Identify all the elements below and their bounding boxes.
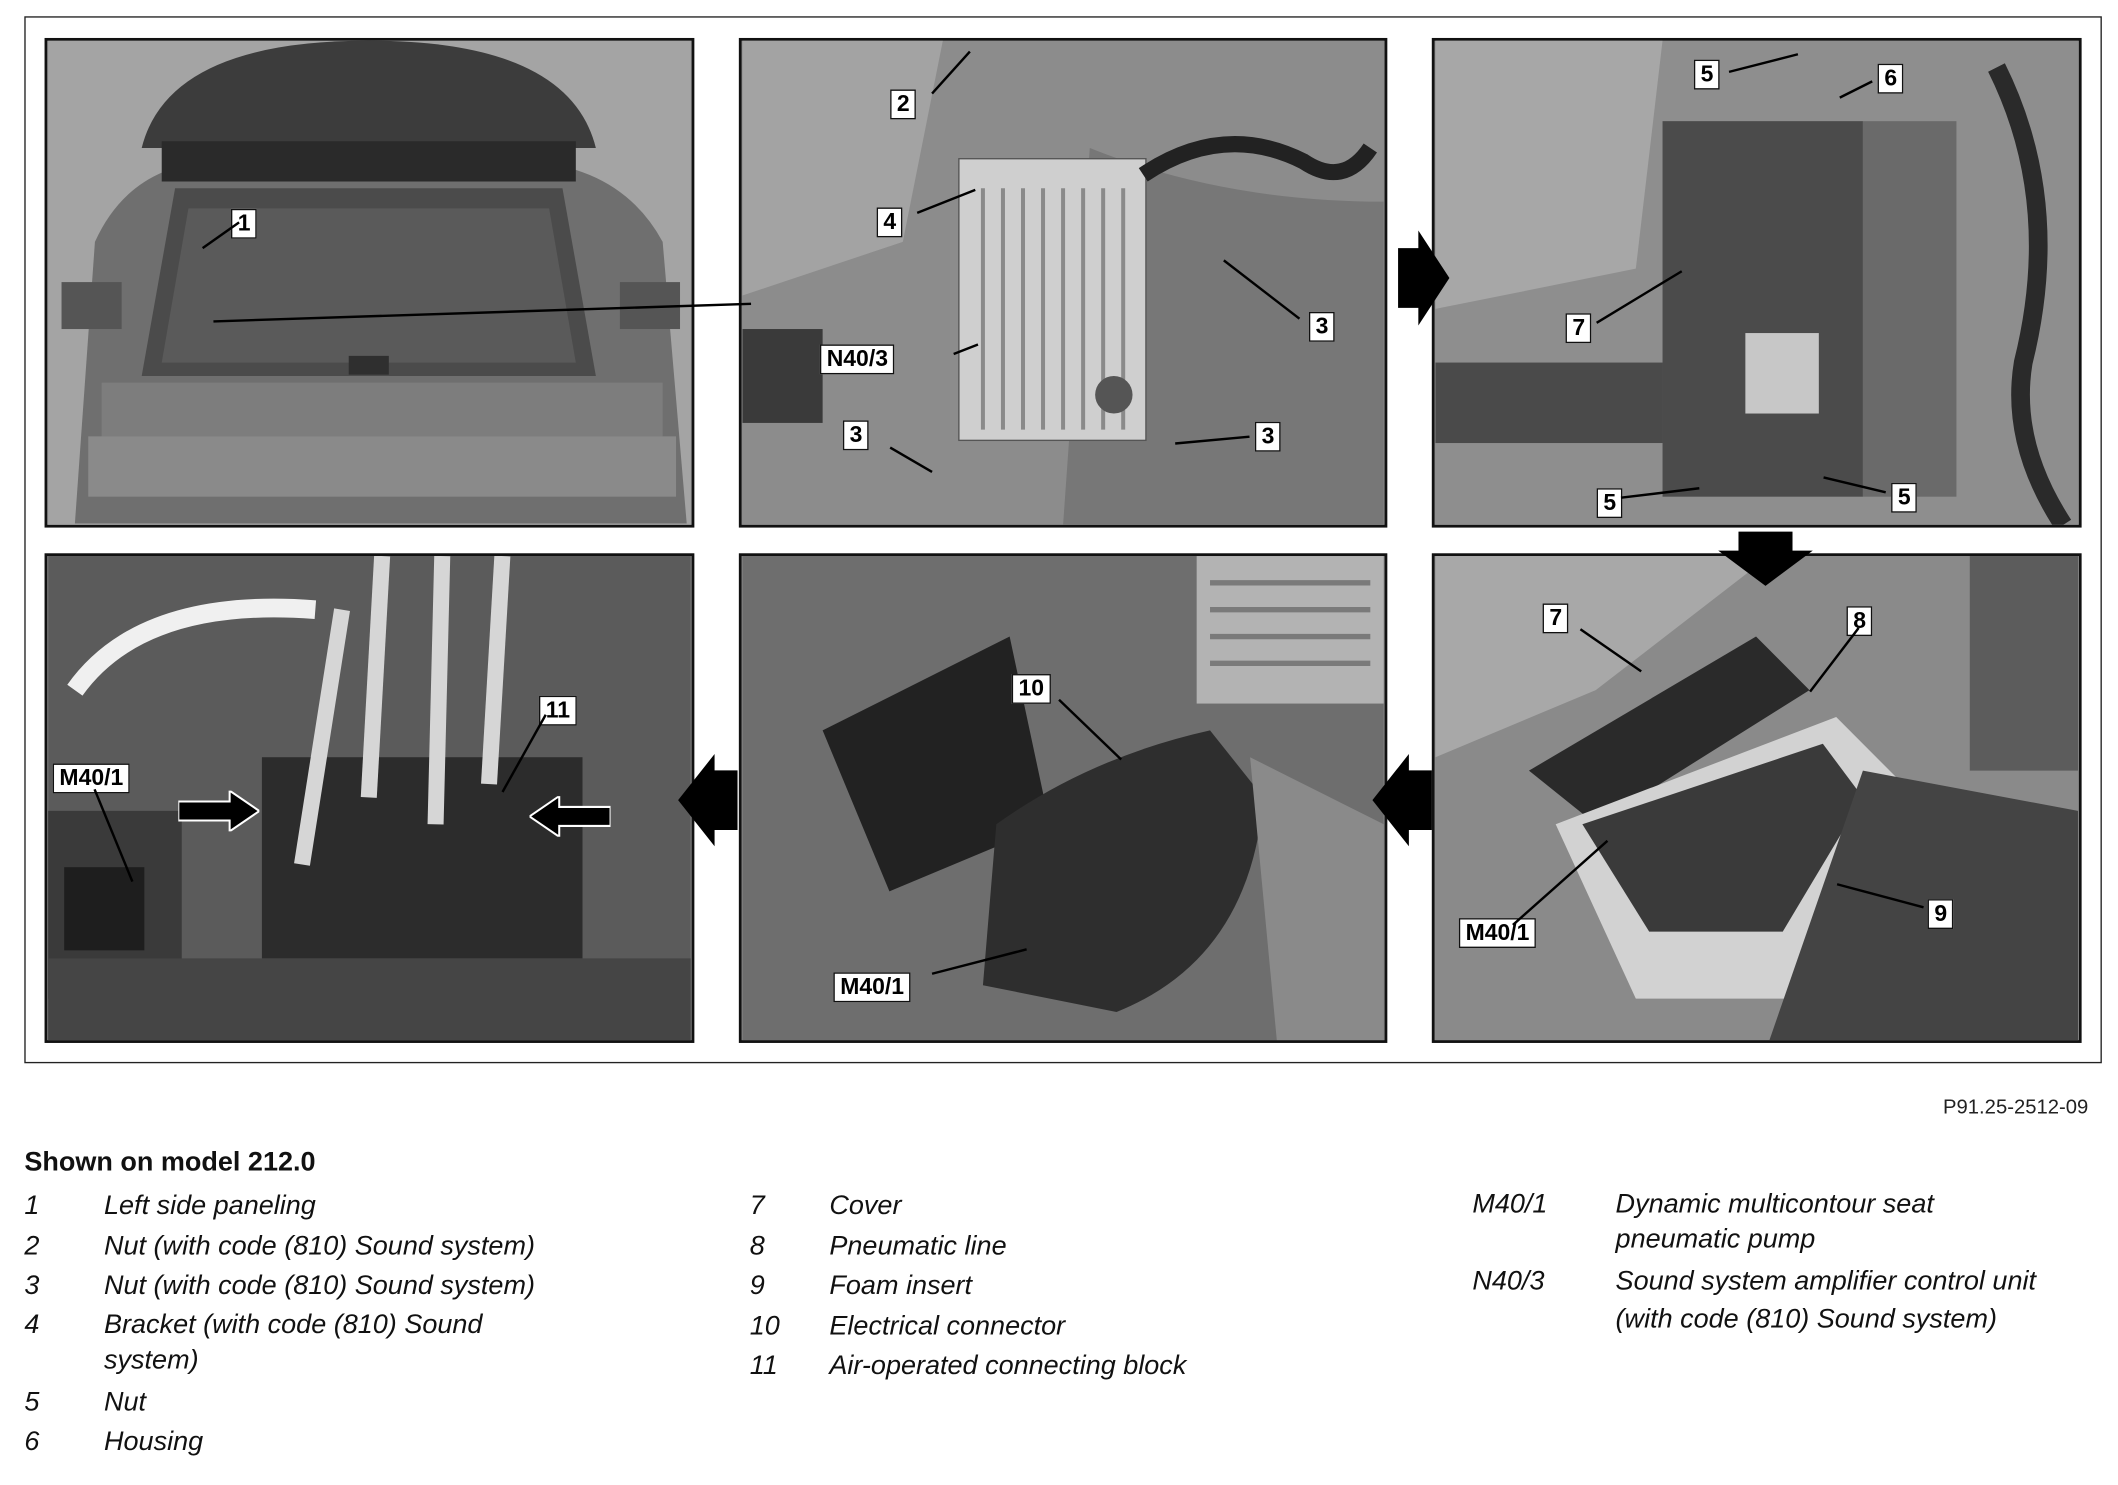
legend-item: 3 Nut (with code (810) Sound system) <box>24 1267 659 1307</box>
photo-panel-housing: 5 6 7 5 5 <box>1431 37 2082 528</box>
legend-item: M40/1 Dynamic multicontour seat pneumatic… <box>1472 1187 2066 1263</box>
legend-text: Electrical connector <box>829 1310 1066 1341</box>
legend-text: Air-operated connecting block <box>829 1350 1187 1381</box>
legend-item: 9 Foam insert <box>750 1267 1358 1307</box>
foam-insert-photo <box>1435 556 2078 1041</box>
legend-text: Nut (with code (810) Sound system) <box>104 1270 535 1301</box>
trunk-photo <box>48 40 691 525</box>
legend-item: 2 Nut (with code (810) Sound system) <box>24 1227 659 1267</box>
legend-key: 11 <box>749 1350 778 1381</box>
callout-11: 11 <box>538 695 577 726</box>
legend-key: 6 <box>24 1426 40 1457</box>
legend-text: Cover <box>829 1190 902 1221</box>
legend-key: 9 <box>749 1270 765 1301</box>
callout-4: 4 <box>876 207 903 238</box>
figure-reference: P91.25-2512-09 <box>1942 1095 2089 1119</box>
legend-key: M40/1 <box>1472 1189 1548 1220</box>
callout-M40-1-pump: M40/1 <box>833 972 911 1003</box>
legend-text: Foam insert <box>829 1270 973 1301</box>
callout-3-bottom-right: 3 <box>1254 421 1282 452</box>
photo-panel-amplifier: 2 4 3 N40/3 3 3 <box>738 37 1388 528</box>
legend-key: 5 <box>24 1386 40 1417</box>
flow-arrow-icon <box>678 230 1813 847</box>
connecting-block-photo <box>48 556 691 1041</box>
photo-panel-pump-connector: 10 M40/1 <box>738 553 1388 1043</box>
legend-text: Bracket (with code (810) Sound system) <box>104 1309 483 1375</box>
legend-column-2: 7 Cover 8 Pneumatic line 9 Foam insert 10 El… <box>750 1187 1358 1387</box>
legend-text: Housing <box>104 1426 204 1457</box>
legend-key: 4 <box>24 1309 40 1340</box>
photo-panel-foam-insert: 7 8 M40/1 9 <box>1431 553 2082 1043</box>
callout-1: 1 <box>230 208 258 239</box>
legend-text: Nut <box>104 1386 147 1417</box>
callout-5-top: 5 <box>1693 59 1721 90</box>
housing-photo <box>1435 40 2078 525</box>
callout-M40-1-foam: M40/1 <box>1458 918 1537 948</box>
pump-connector-photo <box>742 556 1384 1041</box>
callout-N40-3: N40/3 <box>819 344 895 375</box>
legend-title: Shown on model 212.0 <box>24 1147 316 1178</box>
callout-6: 6 <box>1877 63 1904 94</box>
legend-text: Left side paneling <box>104 1190 316 1221</box>
callout-5-bottom-right: 5 <box>1891 482 1918 513</box>
callout-7-foam: 7 <box>1542 603 1569 634</box>
legend-item: N40/3 Sound system amplifier control unit… <box>1472 1263 2066 1339</box>
callout-3-bottom-left: 3 <box>842 420 870 451</box>
callout-8: 8 <box>1846 606 1873 637</box>
legend-item: 1 Left side paneling <box>24 1187 659 1227</box>
legend-key: 2 <box>24 1230 40 1261</box>
legend-text: Pneumatic line <box>829 1230 1007 1261</box>
legend-key: 10 <box>749 1310 780 1341</box>
legend-key: 8 <box>749 1230 765 1261</box>
callout-5-bottom-left: 5 <box>1596 488 1623 519</box>
callout-7: 7 <box>1565 313 1592 344</box>
callout-9: 9 <box>1927 899 1954 929</box>
callout-10: 10 <box>1011 674 1051 704</box>
photo-panel-connecting-block: M40/1 11 <box>44 553 695 1043</box>
callout-2: 2 <box>890 89 917 120</box>
leader-lines <box>93 50 1924 975</box>
legend-item: 8 Pneumatic line <box>750 1227 1358 1267</box>
legend-column-3: M40/1 Dynamic multicontour seat pneumatic… <box>1472 1187 2066 1339</box>
legend-text: Dynamic multicontour seat pneumatic pump <box>1615 1189 1934 1255</box>
legend-item: 7 Cover <box>750 1187 1358 1227</box>
callout-M40-1-block: M40/1 <box>52 763 131 794</box>
legend-text: Sound system amplifier control unit (wit… <box>1615 1266 2036 1335</box>
legend-key: 7 <box>749 1190 765 1221</box>
legend-item: 5 Nut <box>24 1383 659 1423</box>
arrow-left-icon <box>529 796 611 837</box>
legend-key: 3 <box>24 1270 40 1301</box>
callout-3-right: 3 <box>1308 311 1336 342</box>
legend-item: 11 Air-operated connecting block <box>750 1347 1358 1387</box>
legend-key: N40/3 <box>1472 1266 1545 1297</box>
photo-panel-trunk: 1 <box>44 37 695 528</box>
legend-item: 6 Housing <box>24 1423 659 1463</box>
legend-item: 10 Electrical connector <box>750 1307 1358 1347</box>
legend-item: 4 Bracket (with code (810) Sound system) <box>24 1307 659 1383</box>
legend-text: Nut (with code (810) Sound system) <box>104 1230 535 1261</box>
arrow-right-icon <box>178 790 260 832</box>
legend-key: 1 <box>24 1190 40 1221</box>
